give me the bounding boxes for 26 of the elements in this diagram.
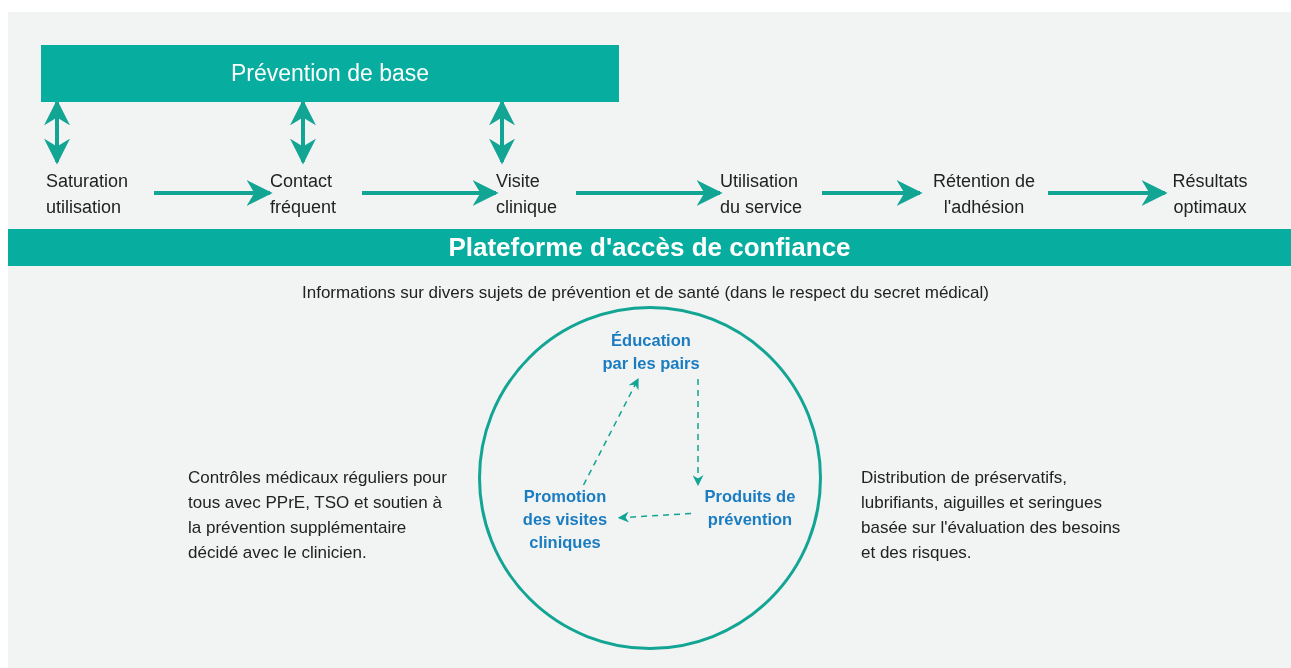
arrow — [290, 99, 316, 165]
arrow — [1048, 180, 1168, 206]
step-label: Rétention de l'adhésion — [920, 162, 1048, 224]
banner-bar: Plateforme d'accès de confiance — [8, 229, 1291, 266]
arrow — [489, 99, 515, 165]
cycle-label: Éducation par les pairs — [597, 329, 705, 379]
arrow — [617, 511, 692, 523]
step-label: Visite clinique — [496, 162, 576, 224]
arrow — [822, 180, 923, 206]
arrow — [576, 180, 723, 206]
step-label: Saturation utilisation — [46, 162, 154, 224]
step-label: Résultats optimaux — [1165, 162, 1255, 224]
arrow — [362, 180, 499, 206]
banner-bar: Prévention de base — [41, 45, 619, 102]
description-text: Contrôles médicaux réguliers pour tous avec PPrE, TSO et soutien à la prévention supplémentaire décidé avec le clinicien. — [188, 467, 448, 564]
step-label: Utilisation du service — [720, 162, 822, 224]
cycle-circle — [478, 306, 822, 650]
description-text: Distribution de préservatifs, lubrifiants, aiguilles et seringues basée sur l'évaluation des besoins et des risques. — [861, 467, 1122, 564]
step-label: Contact fréquent — [270, 162, 362, 224]
arrow — [582, 378, 639, 486]
cycle-label: Produits de prévention — [691, 485, 809, 535]
cycle-label: Promotion des visites cliniques — [511, 485, 619, 557]
note-text: Informations sur divers sujets de prévention et de santé (dans le respect du secret médical) — [301, 282, 990, 304]
arrow — [44, 99, 70, 165]
arrow — [692, 378, 704, 487]
arrow — [154, 180, 273, 206]
